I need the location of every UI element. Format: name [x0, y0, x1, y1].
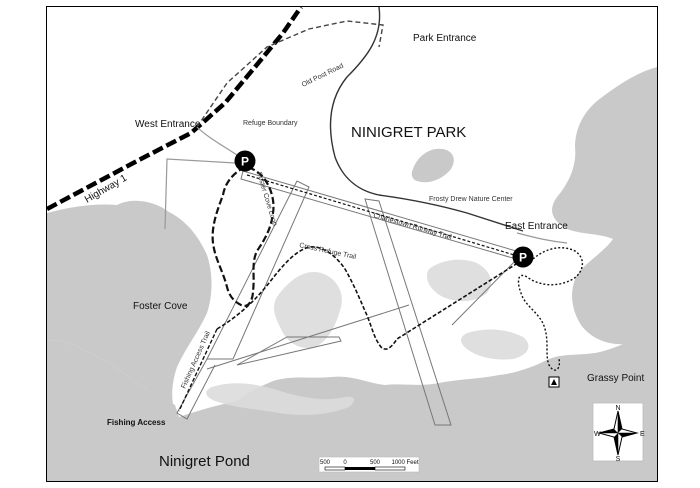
cross-refuge-trail — [216, 246, 522, 350]
old-post-road — [196, 20, 384, 128]
label-ninigret-pond: Ninigret Pond — [159, 453, 250, 470]
vegetation-central — [274, 272, 342, 349]
label-east-entrance: East Entrance — [505, 221, 568, 232]
frosty-drew-pond — [411, 148, 454, 183]
compass-s: S — [616, 456, 621, 463]
label-fishing-access: Fishing Access — [107, 418, 166, 427]
park-boundary-road — [329, 7, 524, 232]
taxiway-east — [451, 252, 524, 326]
compass-rose: N S E W — [592, 402, 645, 463]
vegetation-southeast — [461, 329, 529, 360]
compass-e: E — [640, 431, 645, 438]
runway-north-south — [364, 198, 452, 426]
charlestown-runway-trail — [246, 174, 522, 258]
compass-w: W — [594, 431, 601, 438]
south-parking-spur — [176, 358, 216, 420]
label-old-post-road: Old Post Road — [301, 63, 345, 89]
refuge-boundary-line-2 — [516, 232, 568, 244]
label-park-entrance: Park Entrance — [413, 33, 477, 44]
grassy-point-symbol — [548, 376, 560, 388]
east-pond-water — [552, 67, 657, 345]
label-ninigret-park: NINIGRET PARK — [351, 124, 466, 141]
label-frosty-drew: Frosty Drew Nature Center — [429, 196, 513, 203]
map-frame: P P Park Entrance Old Post Road West Ent… — [46, 6, 658, 482]
parking-west-marker[interactable]: P — [234, 150, 256, 172]
scale-tick-1: 500 — [320, 460, 331, 466]
taxiway-south — [206, 304, 410, 370]
runway-diagonal — [206, 180, 310, 360]
foster-cove-loop-trail — [211, 165, 275, 307]
fishing-access-trail — [178, 328, 218, 412]
parking-west-letter: P — [241, 155, 249, 169]
scale-tick-3: 500 — [370, 460, 381, 466]
refuge-map: P P Park Entrance Old Post Road West Ent… — [47, 7, 657, 481]
foster-cove-water — [47, 200, 212, 417]
parking-east-marker[interactable]: P — [512, 246, 534, 268]
scale-tick-2: 0 — [343, 460, 347, 466]
scale-tick-4: 1000 Feet — [391, 460, 418, 466]
label-cross-refuge-trail: Cross Refuge Trail — [299, 242, 358, 261]
label-refuge-boundary: Refuge Boundary — [243, 120, 298, 127]
trails — [178, 165, 583, 412]
vegetation-south — [206, 383, 354, 415]
roads — [47, 7, 568, 426]
label-grassy-point: Grassy Point — [587, 373, 644, 384]
parking-east-letter: P — [519, 251, 527, 265]
label-west-entrance: West Entrance — [135, 119, 201, 130]
scale-bar: 500 0 500 1000 Feet — [318, 456, 420, 473]
grassy-point-trail — [517, 247, 583, 371]
runway-cross — [236, 336, 342, 366]
compass-n: N — [615, 405, 620, 412]
label-foster-cove: Foster Cove — [133, 301, 188, 312]
label-charlestown-trail: Charlestown Runway Trail — [372, 212, 453, 241]
